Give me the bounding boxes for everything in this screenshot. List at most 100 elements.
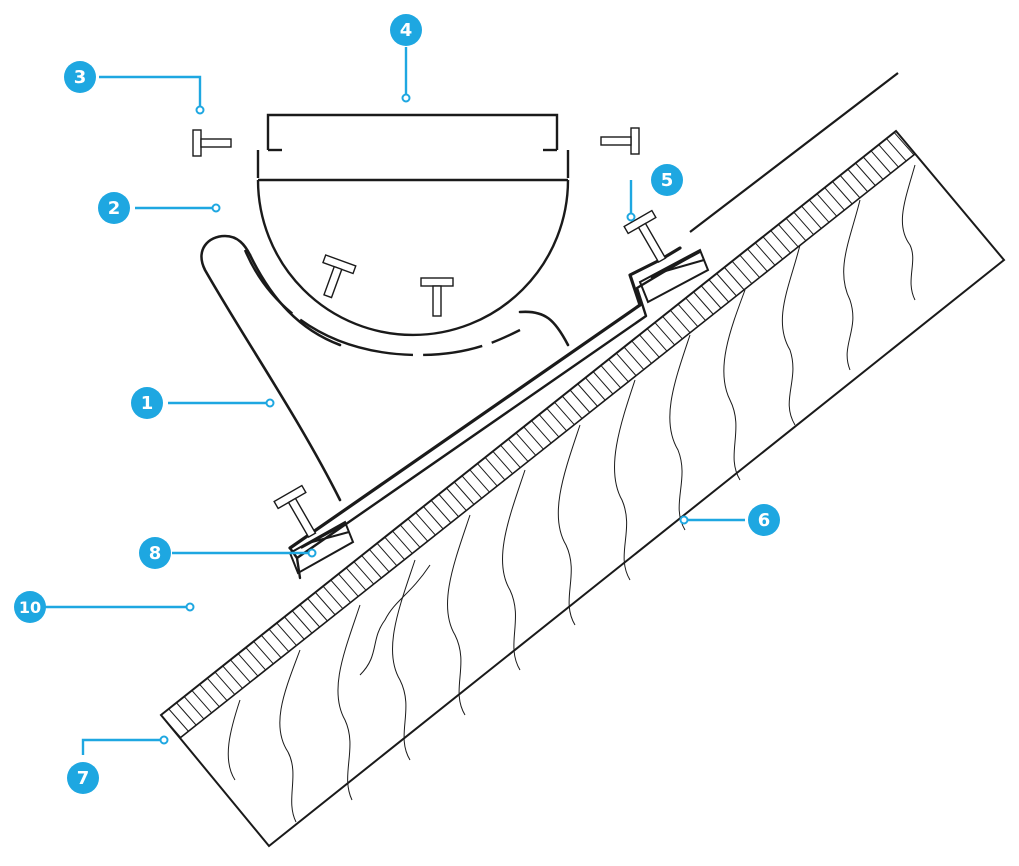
hatch-line — [446, 487, 469, 514]
lower-clamp-block — [288, 520, 355, 575]
callout-anchor-dots — [159, 93, 689, 745]
hatch-line — [284, 616, 307, 643]
hatch-line — [199, 684, 222, 710]
hatch-line — [253, 641, 276, 667]
hatch-line — [214, 671, 238, 698]
screw-gutter-right — [420, 277, 454, 317]
hatch-line — [716, 273, 740, 299]
hanger-strap-base — [288, 546, 302, 580]
hatch-line — [453, 481, 477, 508]
hatch-line — [260, 634, 284, 661]
hatch-line — [700, 285, 724, 312]
screw-lower-clamp — [273, 484, 317, 539]
hatch-line — [762, 236, 786, 263]
hanger-arm — [200, 234, 342, 502]
hatch-line — [623, 346, 647, 373]
callout-badge-4: 4 — [390, 14, 422, 46]
hatch-line — [801, 205, 824, 232]
sheathing-line — [179, 153, 916, 739]
hatch-line — [615, 352, 639, 379]
hatch-line — [639, 334, 662, 361]
gutter-bowl-outer — [243, 249, 521, 357]
hatch-line — [808, 199, 832, 226]
hatch-line — [739, 254, 763, 281]
hatch-line — [183, 696, 207, 722]
roof-surface-line — [689, 72, 899, 233]
hatch-line — [855, 162, 878, 189]
hatch-line — [230, 659, 253, 686]
hatch-line — [492, 450, 516, 477]
hatch-line — [345, 567, 369, 594]
hatch-line — [291, 610, 315, 637]
hatch-line — [870, 150, 894, 177]
hatch-line — [407, 518, 431, 545]
hatch-line — [368, 549, 392, 575]
hatch-line — [554, 401, 577, 428]
hatch-line — [176, 702, 199, 729]
hatch-line — [237, 653, 261, 680]
callout-label-4: 4 — [400, 20, 413, 41]
screw-upper-clamp — [623, 209, 667, 264]
callout-label-6: 6 — [758, 510, 771, 531]
hatch-line — [268, 628, 292, 655]
hatch-line — [770, 230, 794, 256]
hatch-line — [322, 585, 346, 612]
callout-badge-5: 5 — [651, 164, 683, 196]
gutter-bowl — [256, 179, 570, 337]
hatch-line — [685, 297, 709, 324]
callout-badge-10: 10 — [14, 591, 46, 623]
roof-board — [159, 129, 1006, 848]
callouts — [45, 47, 745, 755]
rafter-outline — [159, 129, 1006, 848]
hatch-line — [191, 690, 215, 716]
hatch-line — [731, 260, 755, 287]
hanger-strap-inner — [295, 256, 690, 560]
hatch-line — [206, 677, 230, 704]
hanger-bracket-curve — [248, 253, 342, 347]
callout-label-3: 3 — [74, 67, 87, 88]
wood-grain — [227, 164, 916, 823]
hatch-line — [654, 322, 678, 348]
hatch-line — [708, 279, 732, 305]
hatch-line — [832, 181, 855, 207]
hatch-line — [839, 175, 863, 201]
hatch-line — [669, 309, 693, 336]
hatch-line — [724, 267, 747, 293]
sheathing-hatch — [161, 132, 915, 738]
callout-badge-6: 6 — [748, 504, 780, 536]
hatch-line — [415, 512, 439, 538]
hatch-line — [353, 561, 377, 588]
hatch-line — [276, 622, 300, 649]
hatch-line — [168, 708, 192, 735]
callout-badge-1: 1 — [131, 387, 163, 419]
hatch-line — [523, 426, 547, 453]
hatch-line — [307, 598, 331, 624]
hatch-line — [585, 377, 608, 404]
screw-gutter-left — [322, 254, 357, 299]
hatch-line — [392, 530, 415, 557]
gutter — [243, 113, 570, 357]
hatch-line — [161, 714, 184, 738]
gutter-top-edge — [266, 113, 559, 150]
hatch-line — [793, 211, 817, 238]
screws — [192, 127, 667, 539]
hanger-end — [518, 310, 570, 347]
hatch-line — [384, 536, 408, 563]
hatch-line — [538, 414, 562, 440]
hatch-line — [222, 665, 246, 692]
hatch-line — [600, 365, 624, 391]
hatch-line — [747, 248, 770, 275]
hatch-line — [646, 328, 670, 355]
callout-label-1: 1 — [141, 393, 154, 414]
callout-label-2: 2 — [108, 198, 121, 219]
hatch-line — [754, 242, 778, 269]
hatch-line — [361, 555, 385, 581]
screw-left-loose — [192, 129, 232, 157]
hatch-line — [662, 316, 686, 342]
callout-badge-2: 2 — [98, 192, 130, 224]
screw-right-loose — [600, 127, 640, 155]
callout-badge-8: 8 — [139, 537, 171, 569]
hatch-line — [862, 156, 886, 183]
hatch-line — [816, 193, 840, 220]
